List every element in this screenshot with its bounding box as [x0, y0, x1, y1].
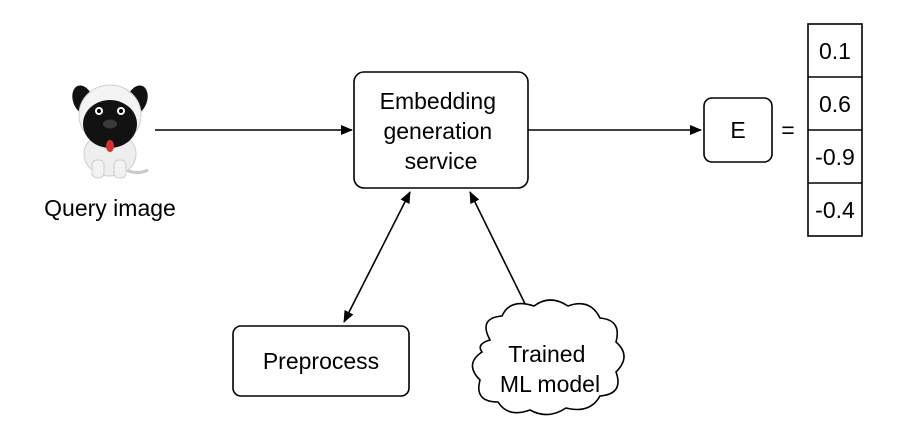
edge-service-preprocess: [343, 191, 411, 323]
query-image-label: Query image: [44, 195, 176, 221]
preprocess-node: Preprocess: [232, 325, 410, 397]
preprocess-label: Preprocess: [263, 348, 379, 374]
edge-service-model: [469, 191, 533, 319]
embedding-output-label: E: [730, 117, 745, 143]
equals-sign: =: [781, 117, 794, 143]
svg-text:Trained ML model: Trained ML model: [500, 341, 600, 397]
trained-model-line-1: Trained: [508, 341, 585, 367]
embedding-service-line-1: Embedding: [380, 88, 496, 114]
embedding-service-line-2: generation: [383, 118, 492, 144]
cloud-shape: [471, 299, 625, 416]
embedding-output-node: E: [703, 97, 773, 163]
dog-icon: [72, 84, 149, 179]
embedding-service-line-3: service: [405, 148, 478, 174]
embedding-service-node: Embedding generation service: [353, 71, 529, 189]
trained-model-line-2: ML model: [500, 371, 600, 397]
embedding-vector: 0.1 0.6 -0.9 -0.4: [807, 23, 863, 237]
vector-cell: -0.4: [815, 197, 855, 223]
trained-model-node: Trained ML model: [471, 299, 625, 416]
vector-cell: -0.9: [815, 144, 855, 170]
vector-cell: 0.6: [819, 91, 851, 117]
vector-cell: 0.1: [819, 38, 851, 64]
svg-text:Embedding generation: Embedding generation service: [380, 88, 503, 174]
